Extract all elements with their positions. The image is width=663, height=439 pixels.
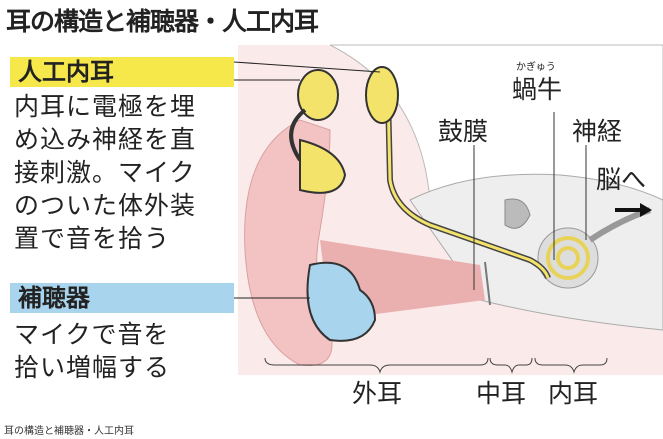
description-line: マイクで音を	[14, 320, 170, 349]
hearing-aid-description: マイクで音を 拾い増幅する	[14, 318, 170, 384]
description-line: 接刺激。マイク	[14, 158, 196, 187]
cochlea-label: 蝸牛	[512, 75, 563, 104]
ear-hook	[299, 138, 347, 194]
cochlea-reading: かぎゅう	[516, 62, 556, 73]
description-line: め込み神経を直	[14, 125, 197, 154]
to-brain-label: 脳へ	[596, 165, 647, 194]
middle-ear-bracket	[489, 357, 533, 374]
external-processor	[297, 69, 339, 121]
ossicles	[504, 198, 531, 229]
cochlear-implant-heading: 人工内耳	[10, 57, 234, 87]
temporal-bone	[409, 173, 663, 331]
description-line: のついた体外装	[14, 191, 197, 220]
implant-coil	[365, 66, 399, 124]
middle-ear-label: 中耳	[476, 379, 527, 408]
description-line: 拾い増幅する	[14, 353, 171, 382]
image-caption: 耳の構造と補聴器・人工内耳	[4, 426, 134, 437]
inner-ear-label: 内耳	[548, 379, 599, 408]
hearing-aid-heading: 補聴器	[10, 283, 234, 313]
outer-ear-bracket	[264, 357, 489, 374]
description-line: 置で音を拾う	[14, 224, 171, 253]
cochlear-implant-description: 内耳に電極を埋 め込み神経を直 接刺激。マイク のついた体外装 置で音を拾う	[14, 90, 196, 255]
inner-ear-bracket	[534, 357, 608, 374]
eardrum-label: 鼓膜	[438, 117, 489, 146]
outer-ear-label: 外耳	[352, 379, 403, 408]
page-title: 耳の構造と補聴器・人工内耳	[6, 7, 319, 36]
description-line: 内耳に電極を埋	[14, 92, 197, 121]
pointer-line	[233, 61, 381, 73]
electrode-wire	[386, 94, 550, 279]
hearing-aid-device	[306, 261, 377, 342]
nerve-label: 神経	[572, 117, 623, 146]
eardrum-shape	[484, 261, 491, 306]
